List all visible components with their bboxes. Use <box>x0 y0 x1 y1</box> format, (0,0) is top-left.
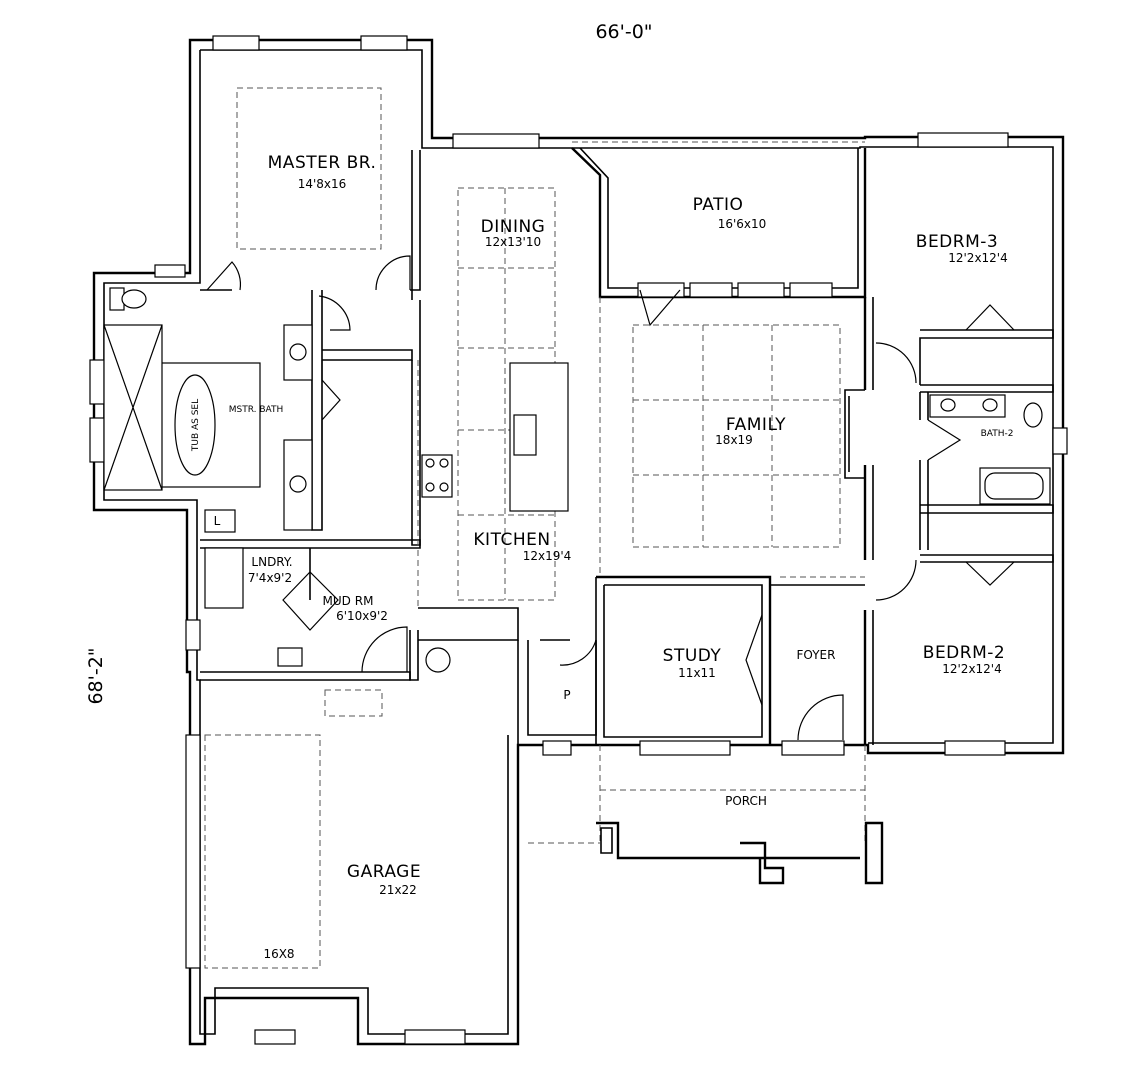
room-garage-size: 21x22 <box>379 883 417 897</box>
room-study: STUDY <box>663 646 722 666</box>
windows <box>89 35 1068 1045</box>
room-kitchen: KITCHEN <box>473 530 550 550</box>
room-bath2: BATH-2 <box>981 429 1014 439</box>
labels: 66'-0" 68'-2" MASTER BR. 14'8x16 DINING … <box>85 21 1013 961</box>
room-linen: L <box>214 514 221 528</box>
room-lndry: LNDRY. <box>251 555 292 569</box>
tub-label: TUB AS SEL <box>191 399 201 452</box>
room-master-br-size: 14'8x16 <box>298 177 347 191</box>
room-family-size: 18x19 <box>715 433 753 447</box>
room-study-size: 11x11 <box>678 666 716 680</box>
room-dining: DINING <box>481 217 546 237</box>
width-dimension: 66'-0" <box>595 21 652 43</box>
room-bedrm3: BEDRM-3 <box>916 232 998 252</box>
room-bedrm2-size: 12'2x12'4 <box>942 662 1002 676</box>
room-garage: GARAGE <box>347 862 421 882</box>
room-porch: PORCH <box>725 794 767 808</box>
room-family: FAMILY <box>726 415 786 435</box>
room-master-br: MASTER BR. <box>268 153 377 173</box>
fixtures <box>103 287 1051 673</box>
room-dining-size: 12x13'10 <box>485 235 541 249</box>
room-lndry-size: 7'4x9'2 <box>248 571 292 585</box>
room-pantry: P <box>563 688 570 702</box>
room-mud-rm: MUD RM <box>323 594 374 608</box>
doors <box>206 255 1015 741</box>
depth-dimension: 68'-2" <box>85 647 107 704</box>
porch-columns <box>596 821 884 885</box>
room-kitchen-size: 12x19'4 <box>523 549 572 563</box>
exterior-walls <box>92 38 1065 1046</box>
room-bedrm2: BEDRM-2 <box>923 643 1005 663</box>
room-mstr-bath: MSTR. BATH <box>229 405 284 415</box>
room-foyer: FOYER <box>797 648 836 662</box>
room-patio-size: 16'6x10 <box>718 217 767 231</box>
garage-door-size: 16X8 <box>263 947 294 961</box>
room-patio: PATIO <box>693 195 744 215</box>
dashed-outlines <box>204 87 866 969</box>
interior-walls <box>200 150 1054 745</box>
room-bedrm3-size: 12'2x12'4 <box>948 251 1008 265</box>
room-mud-rm-size: 6'10x9'2 <box>336 609 388 623</box>
